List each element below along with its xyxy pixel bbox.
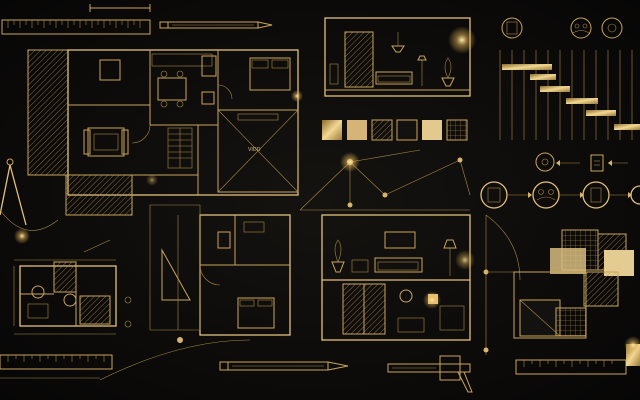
building-icon	[501, 17, 523, 39]
compass-icon	[0, 158, 59, 244]
pencil-bottom-icon	[219, 361, 349, 371]
people-icon	[570, 17, 592, 39]
interior-room-top	[324, 17, 476, 97]
main-floor-plan: VIDD	[27, 49, 303, 216]
people-icon	[532, 181, 560, 209]
connection-network	[299, 149, 471, 211]
tape-measure-icon	[515, 336, 640, 375]
clipboard-icon	[590, 154, 604, 172]
material-swatches	[322, 119, 468, 141]
caliper-icon	[387, 355, 473, 393]
middle-floor-plan	[99, 204, 291, 381]
ruler-top-left-icon	[1, 4, 151, 35]
house-cutaway	[321, 214, 471, 341]
pencil-icon	[159, 21, 273, 29]
gears-icon	[601, 17, 623, 39]
clipboard-icon	[582, 181, 610, 209]
building-icon	[480, 181, 508, 209]
plan-label: VIDD	[248, 147, 261, 153]
gears-icon	[535, 152, 555, 172]
small-floor-plan-left	[13, 239, 132, 335]
material-samples	[513, 229, 634, 339]
gantt-chart	[499, 17, 640, 140]
ruler-bottom-left-icon	[0, 354, 113, 379]
process-flow	[480, 152, 640, 209]
